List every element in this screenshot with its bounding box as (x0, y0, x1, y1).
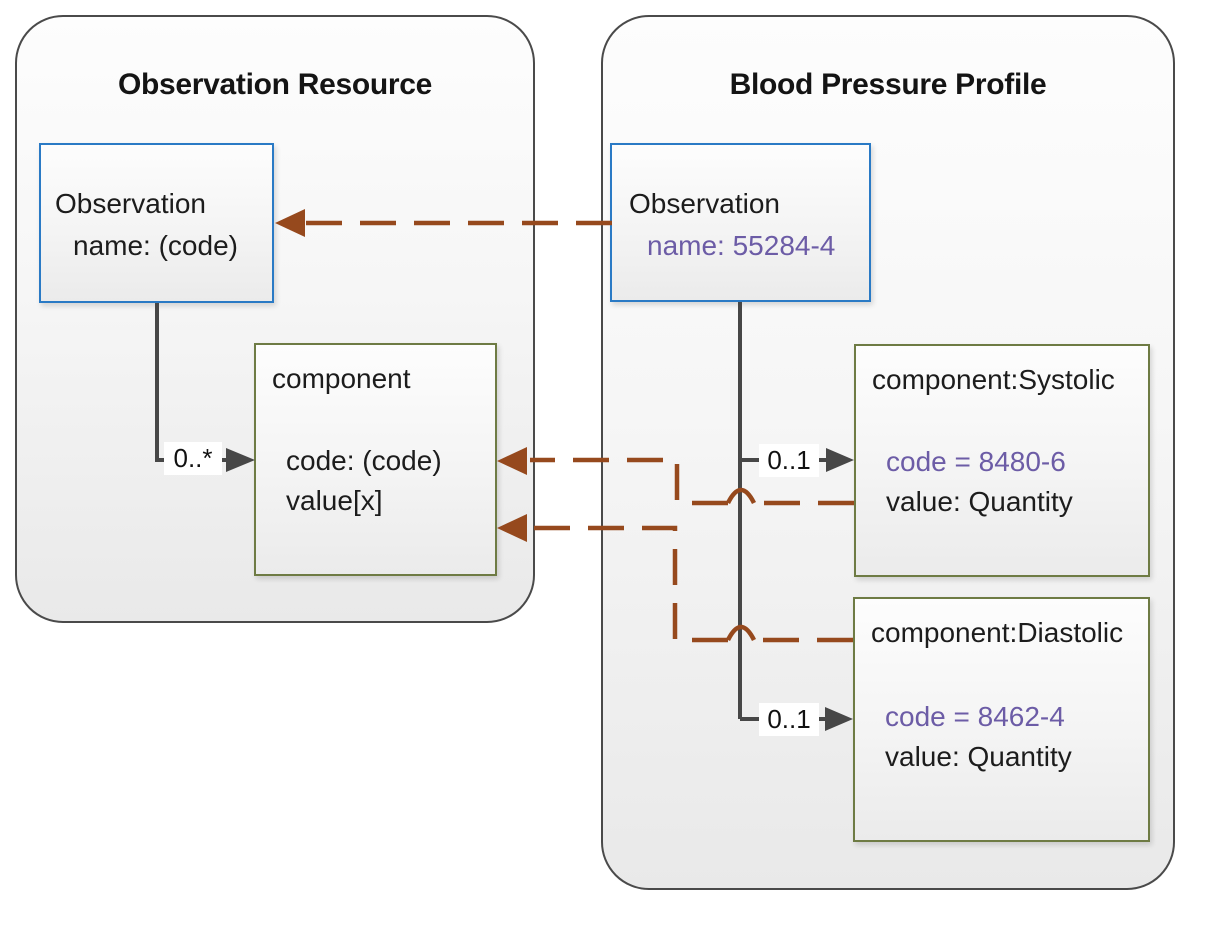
component-systolic-name: component:Systolic (872, 364, 1115, 395)
observation-box-generic: Observation name: (code) (39, 143, 274, 303)
component-box-generic: component code: (code) value[x] (254, 343, 497, 576)
multiplicity-label-diastolic: 0..1 (759, 703, 819, 736)
observation-box-generic-attr: name: (code) (73, 230, 238, 261)
component-box-generic-name: component (272, 363, 411, 394)
multiplicity-label-systolic: 0..1 (759, 444, 819, 477)
observation-box-profile: Observation name: 55284-4 (610, 143, 871, 302)
observation-box-profile-name: Observation (629, 188, 780, 219)
blood-pressure-profile-title: Blood Pressure Profile (729, 68, 1047, 101)
multiplicity-label-component: 0..* (164, 442, 222, 475)
component-systolic-value: value: Quantity (886, 486, 1073, 517)
component-box-generic-attr2: value[x] (286, 485, 383, 516)
observation-box-profile-attr: name: 55284-4 (647, 230, 836, 261)
component-box-generic-attr1: code: (code) (286, 445, 442, 476)
component-diastolic-value: value: Quantity (885, 741, 1072, 772)
component-diastolic-code: code = 8462-4 (885, 701, 1065, 732)
component-diastolic-box: component:Diastolic code = 8462-4 value:… (853, 597, 1150, 842)
observation-resource-title: Observation Resource (117, 68, 433, 101)
component-systolic-code: code = 8480-6 (886, 446, 1066, 477)
observation-box-generic-name: Observation (55, 188, 206, 219)
component-systolic-box: component:Systolic code = 8480-6 value: … (854, 344, 1150, 577)
component-diastolic-name: component:Diastolic (871, 617, 1124, 648)
